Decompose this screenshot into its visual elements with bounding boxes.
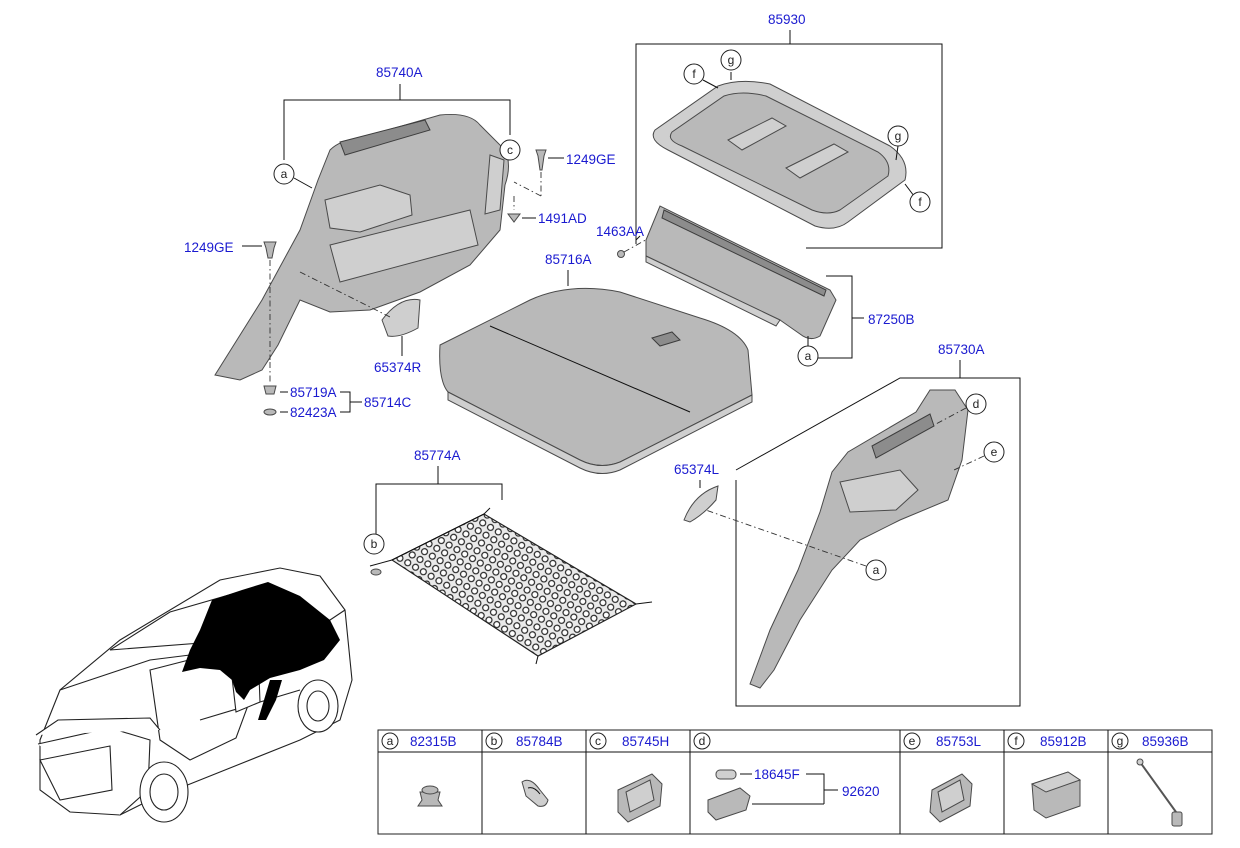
legend-letter: d xyxy=(699,734,706,748)
legend-part-number[interactable]: 85753L xyxy=(936,734,982,749)
part-1249GE-left-label[interactable]: 1249GE xyxy=(184,240,234,255)
part-85930-label[interactable]: 85930 xyxy=(768,12,806,27)
legend-letter: g xyxy=(1117,734,1124,748)
legend-part-18645F[interactable]: 18645F xyxy=(754,767,800,782)
legend-cell-a[interactable]: a 82315B xyxy=(381,732,457,807)
legend-cell-g[interactable]: g 85936B xyxy=(1111,732,1189,827)
callout-b: b xyxy=(371,537,378,551)
legend-part-number[interactable]: 85745H xyxy=(622,734,669,749)
part-87250B-label[interactable]: 87250B xyxy=(868,312,915,327)
screw-1249GE-left[interactable]: 1249GE xyxy=(184,240,277,360)
luggage-board-85716A[interactable]: 85716A xyxy=(439,252,753,474)
callout-d: d xyxy=(973,397,980,411)
callout-a: a xyxy=(805,349,812,363)
legend-cell-c[interactable]: c 85745H xyxy=(589,732,669,823)
callout-f: f xyxy=(918,195,922,209)
callout-a: a xyxy=(873,563,880,577)
screw-1249GE-top[interactable]: 1249GE xyxy=(513,149,616,197)
legend-cell-b[interactable]: b 85784B xyxy=(485,732,563,807)
callout-g: g xyxy=(895,129,902,143)
part-65374L-label[interactable]: 65374L xyxy=(674,462,720,477)
callout-c: c xyxy=(507,143,513,157)
left-luggage-trim-85740A[interactable]: 85740A a c xyxy=(214,65,521,381)
part-1249GE-top-label[interactable]: 1249GE xyxy=(566,152,616,167)
callout-e: e xyxy=(991,445,998,459)
legend-letter: f xyxy=(1014,734,1018,748)
part-85740A-label[interactable]: 85740A xyxy=(376,65,423,80)
luggage-net-85774A[interactable]: 85774A b xyxy=(363,448,653,665)
part-82423A-label[interactable]: 82423A xyxy=(290,405,337,420)
bolt-1463AA[interactable]: 1463AA xyxy=(596,224,661,258)
vehicle-location-sketch xyxy=(35,567,353,823)
legend-part-number[interactable]: 85784B xyxy=(516,734,563,749)
callout-a: a xyxy=(281,167,288,181)
legend-part-number[interactable]: 85936B xyxy=(1142,734,1189,749)
legend-cell-d[interactable]: d 18645F 92620 xyxy=(693,732,880,821)
legend-part-number[interactable]: 85912B xyxy=(1040,734,1087,749)
callout-f: f xyxy=(692,67,696,81)
part-85730A-label[interactable]: 85730A xyxy=(938,342,985,357)
legend-part-92620[interactable]: 92620 xyxy=(842,784,880,799)
legend-cell-e[interactable]: e 85753L xyxy=(903,732,982,823)
legend-letter: b xyxy=(491,734,498,748)
clip-1491AD[interactable]: 1491AD xyxy=(507,196,587,226)
part-1463AA-label[interactable]: 1463AA xyxy=(596,224,644,239)
part-65374R-label[interactable]: 65374R xyxy=(374,360,422,375)
cover-65374L[interactable]: 65374L xyxy=(674,462,720,523)
part-85716A-label[interactable]: 85716A xyxy=(545,252,592,267)
part-85714C-label[interactable]: 85714C xyxy=(364,395,412,410)
fastener-group-85714C[interactable]: 85719A 82423A 85714C xyxy=(263,362,412,420)
cargo-cover-85930[interactable]: 85930 g f g f xyxy=(635,12,943,249)
cover-65374R[interactable]: 65374R xyxy=(299,271,422,375)
legend-letter: c xyxy=(595,734,601,748)
legend-table: a 82315B b 85784B c 85745H d 18645F xyxy=(377,729,1213,835)
callout-g: g xyxy=(728,53,735,67)
legend-letter: e xyxy=(909,734,916,748)
legend-cell-f[interactable]: f 85912B xyxy=(1007,732,1087,819)
legend-letter: a xyxy=(387,734,394,748)
transverse-trim-87250B[interactable]: 87250B a xyxy=(645,205,915,367)
legend-part-number[interactable]: 82315B xyxy=(410,734,457,749)
part-1491AD-label[interactable]: 1491AD xyxy=(538,211,587,226)
part-85719A-label[interactable]: 85719A xyxy=(290,385,337,400)
part-85774A-label[interactable]: 85774A xyxy=(414,448,461,463)
right-luggage-trim-85730A[interactable]: 85730A d e a xyxy=(699,342,1021,707)
